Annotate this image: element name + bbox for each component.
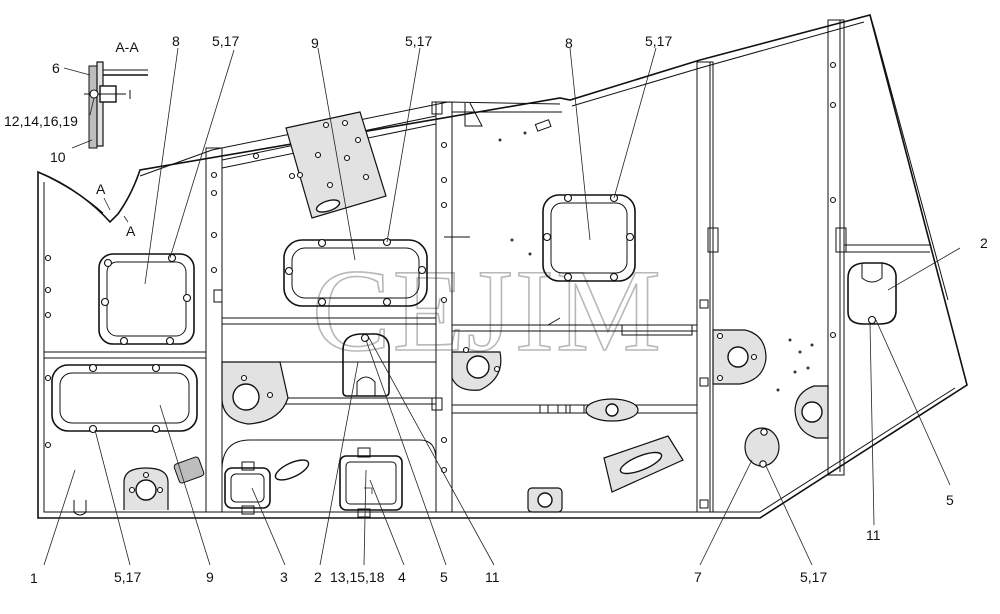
rail-fitting	[539, 299, 709, 509]
callout-10: 10	[50, 149, 66, 165]
cover-center	[342, 333, 390, 397]
callout-5-17-bottom-left: 5,17	[114, 569, 141, 585]
boss-bottom	[527, 487, 563, 513]
frame-members	[44, 19, 930, 513]
section-title: A-A	[115, 39, 139, 55]
section-cut-marks: A A	[96, 181, 136, 239]
callout-11-mid: 11	[485, 569, 500, 585]
plate-9	[285, 111, 387, 219]
boss-right	[712, 329, 767, 385]
callout-9-top: 9	[311, 35, 319, 51]
enclosure-4	[339, 447, 403, 518]
callout-2-bottom: 2	[314, 569, 322, 585]
leader-lines	[43, 47, 961, 566]
boss-center	[221, 361, 289, 425]
callout-1: 1	[30, 570, 38, 586]
boss-far-right	[794, 385, 829, 439]
callout-5-17-top-left: 5,17	[212, 33, 239, 49]
callout-4: 4	[398, 569, 406, 585]
section-mark-a2: A	[126, 223, 136, 239]
callout-11-right: 11	[866, 527, 881, 543]
callout-13-15-18: 13,15,18	[330, 569, 385, 585]
cover-round-7	[744, 427, 780, 468]
misc-parts	[73, 101, 847, 516]
bracket-plate-right	[603, 435, 684, 493]
callout-5-17-top-right: 5,17	[645, 33, 672, 49]
hatch-right	[542, 193, 636, 282]
hatch-center	[283, 237, 428, 307]
callout-5-17-bottom-right: 5,17	[800, 569, 827, 585]
callout-7: 7	[694, 569, 702, 585]
cover-right	[847, 262, 897, 325]
section-detail	[84, 61, 148, 149]
callout-8-right: 8	[565, 35, 573, 51]
callout-12-14-16-19: 12,14,16,19	[4, 113, 78, 129]
callout-2-top: 2	[980, 235, 988, 251]
enclosure-3	[221, 439, 437, 515]
hatch-left-lower	[51, 363, 198, 434]
callout-labels: 6 12,14,16,19 10 8 5,17 9 5,17 8 5,17 2 …	[4, 33, 988, 586]
callout-5-mid: 5	[440, 569, 448, 585]
callout-3: 3	[280, 569, 288, 585]
callout-5-17-top-mid: 5,17	[405, 33, 432, 49]
callout-6: 6	[52, 60, 60, 76]
callout-9-bottom: 9	[206, 569, 214, 585]
hatch-left-upper	[98, 253, 195, 346]
frame-dots	[44, 61, 837, 474]
callout-5-right: 5	[946, 492, 954, 508]
callout-8-left: 8	[172, 33, 180, 49]
boss-left	[123, 467, 169, 510]
boss-center-right	[451, 346, 502, 391]
section-mark-a1: A	[96, 181, 106, 197]
